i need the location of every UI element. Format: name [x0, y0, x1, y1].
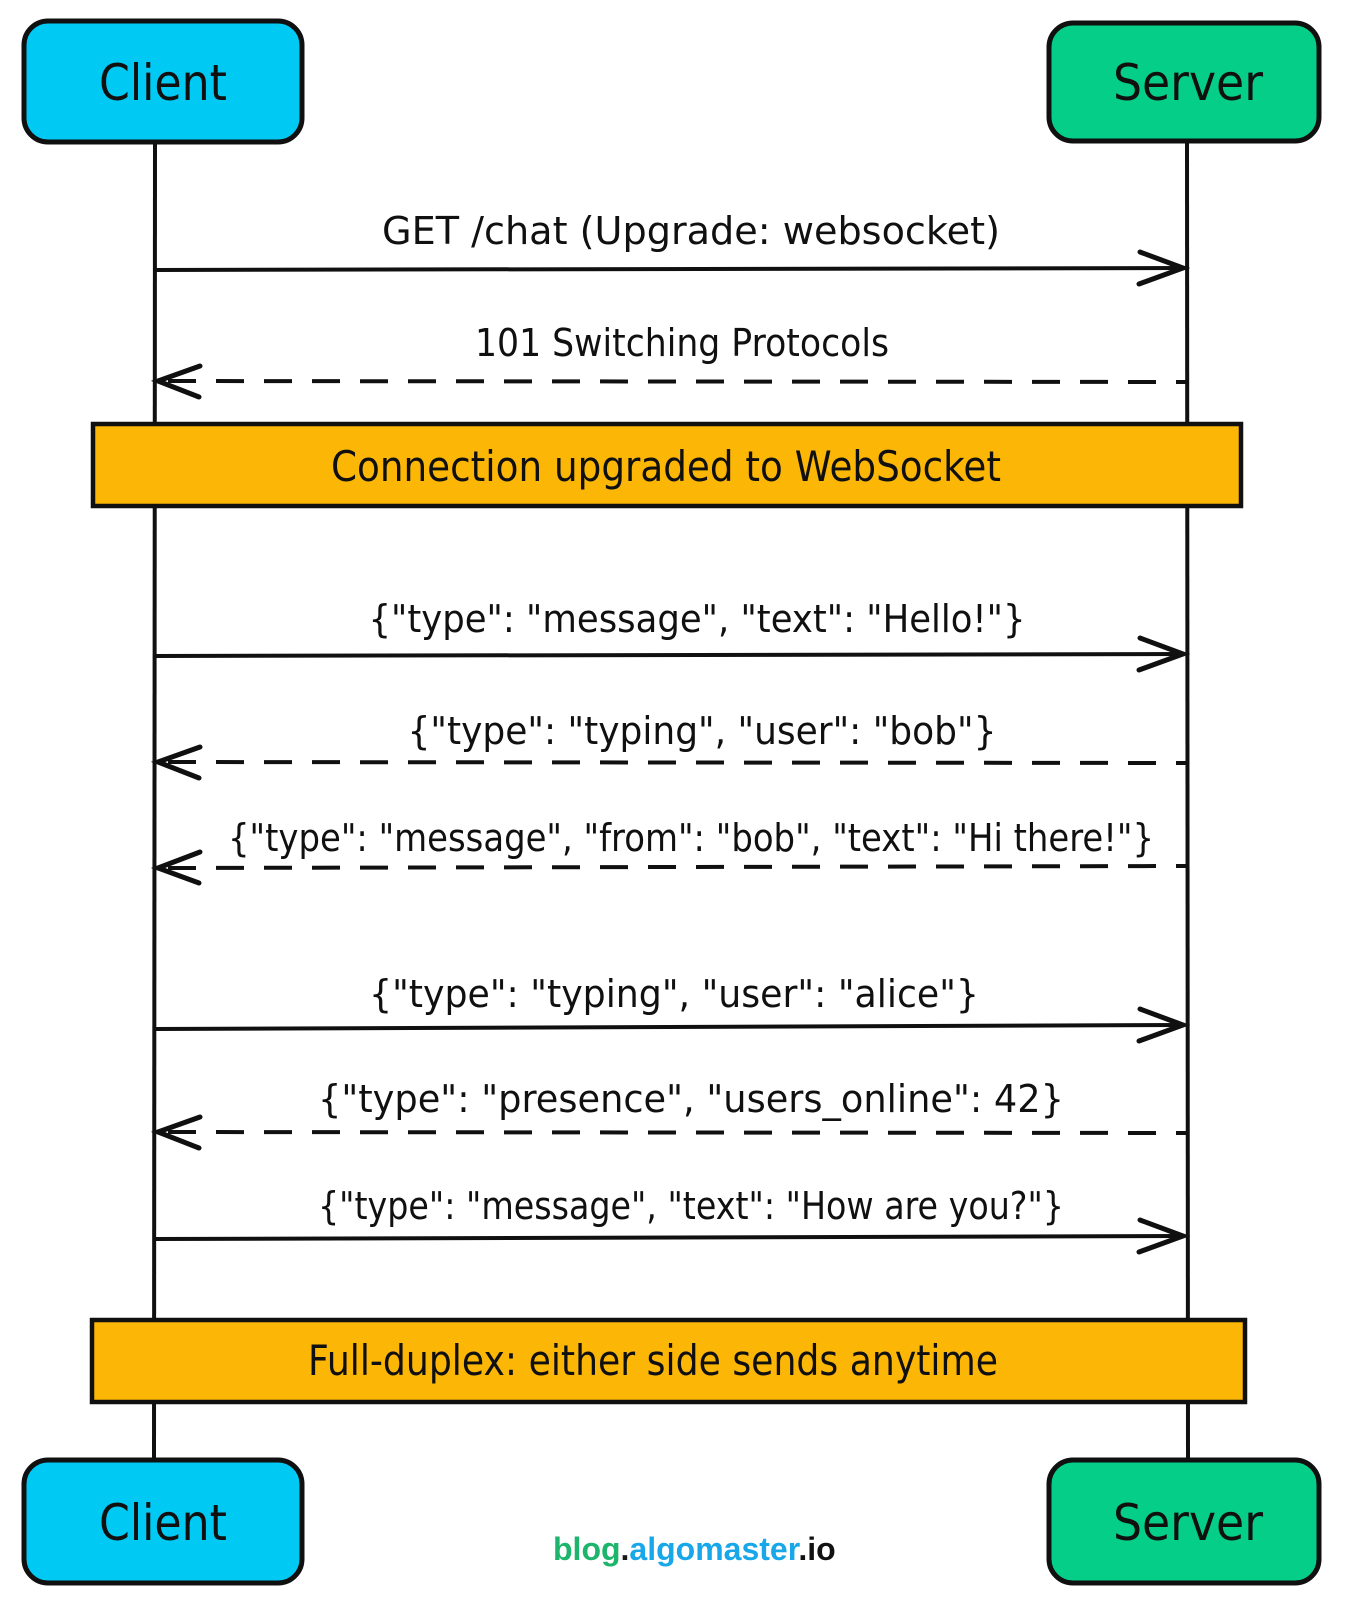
note-box [89, 1317, 1248, 1405]
arrowhead-right [1136, 1217, 1191, 1255]
arrowhead-right [1136, 635, 1191, 673]
message-typing-bob: {"type": "typing", "user": "bob"} [150, 709, 1188, 781]
message-line-solid [155, 1023, 1182, 1031]
message-line-dashed [167, 1130, 1188, 1135]
message-line-dashed [167, 864, 1188, 870]
message-get-chat: GET /chat (Upgrade: websocket) [155, 209, 1191, 287]
message-label: {"type": "typing", "user": "alice"} [369, 972, 979, 1016]
note-connection-upgraded: Connection upgraded to WebSocket [90, 421, 1244, 509]
message-label: GET /chat (Upgrade: websocket) [382, 209, 1000, 253]
arrowhead-left [150, 1114, 203, 1151]
message-label: {"type": "presence", "users_online": 42} [318, 1077, 1064, 1121]
arrowhead-left [150, 744, 203, 781]
actor-label: Server [1113, 54, 1263, 112]
message-hi-there: {"type": "message", "from": "bob", "text… [150, 816, 1188, 886]
actor-client-top: Client [21, 18, 305, 145]
footer-name: algomaster [629, 1531, 799, 1567]
note-label: Full-duplex: either side sends anytime [308, 1336, 998, 1385]
message-how-are-you: {"type": "message", "text": "How are you… [155, 1184, 1191, 1255]
message-line-dashed [167, 379, 1188, 384]
actor-box [21, 18, 305, 145]
actor-server-bottom: Server [1046, 1457, 1322, 1586]
message-typing-alice: {"type": "typing", "user": "alice"} [155, 972, 1191, 1044]
message-label: {"type": "message", "text": "How are you… [318, 1184, 1064, 1228]
note-label: Connection upgraded to WebSocket [331, 442, 1001, 491]
footer-brand: blog.algomaster.io [553, 1531, 836, 1567]
message-line-solid [155, 1234, 1182, 1241]
actor-label: Client [99, 1494, 227, 1552]
actor-client-bottom: Client [21, 1457, 305, 1586]
message-presence: {"type": "presence", "users_online": 42} [150, 1077, 1188, 1151]
actor-box [21, 1457, 305, 1586]
message-label: 101 Switching Protocols [475, 321, 889, 365]
server-lifeline [1185, 139, 1190, 1463]
message-line-dashed [167, 760, 1188, 765]
actor-box [1046, 20, 1322, 144]
footer-dot: . [621, 1531, 630, 1567]
actor-label: Server [1113, 1494, 1263, 1552]
arrowhead-left [150, 849, 203, 886]
client-lifeline [152, 139, 157, 1463]
arrowhead-right [1136, 1006, 1191, 1044]
actor-server-top: Server [1046, 20, 1322, 144]
message-label: {"type": "message", "from": "bob", "text… [228, 816, 1154, 860]
message-hello: {"type": "message", "text": "Hello!"} [155, 597, 1191, 673]
footer-suffix: .io [798, 1531, 835, 1567]
note-full-duplex: Full-duplex: either side sends anytime [89, 1317, 1248, 1405]
actor-box [1046, 1457, 1322, 1586]
arrowhead-right [1136, 249, 1191, 287]
message-label: {"type": "typing", "user": "bob"} [408, 709, 997, 753]
message-101-switching: 101 Switching Protocols [150, 321, 1188, 400]
actor-label: Client [99, 54, 227, 112]
message-line-solid [155, 652, 1182, 658]
arrowhead-left [150, 363, 203, 400]
message-label: {"type": "message", "text": "Hello!"} [369, 597, 1026, 641]
note-box [90, 421, 1244, 509]
footer-blog: blog [553, 1531, 621, 1567]
message-line-solid [155, 266, 1182, 272]
